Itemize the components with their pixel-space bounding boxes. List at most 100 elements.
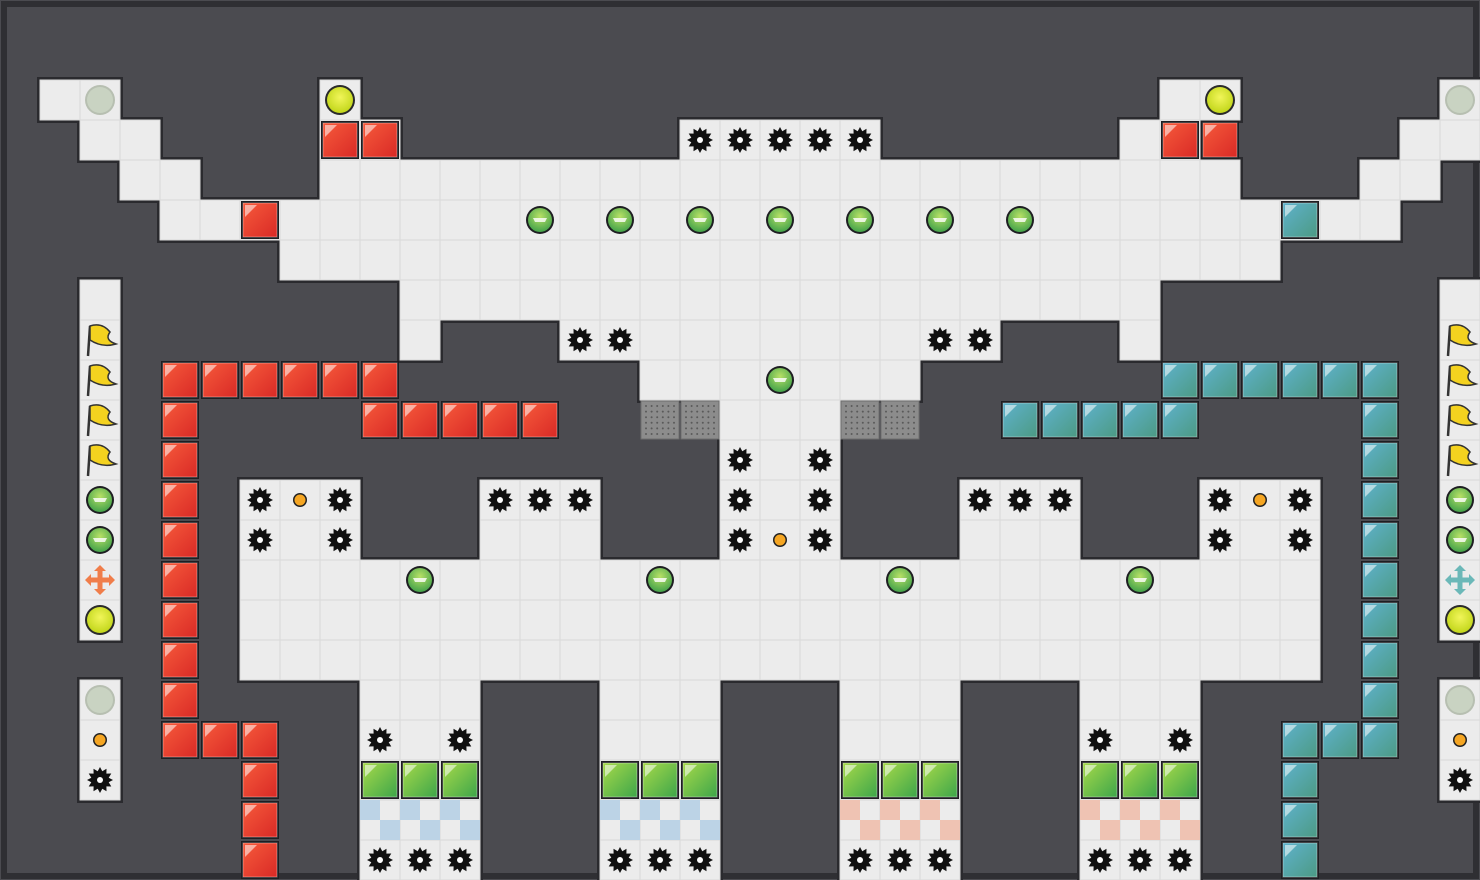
- red-block[interactable]: [521, 401, 559, 439]
- yellow-ball-icon[interactable]: [1205, 85, 1235, 115]
- green-arrow-ball-icon[interactable]: [406, 566, 434, 594]
- teal-block[interactable]: [1361, 361, 1399, 399]
- teal-block[interactable]: [1281, 841, 1319, 879]
- yellow-flag-icon[interactable]: [86, 324, 119, 357]
- yellow-flag-icon[interactable]: [1446, 444, 1479, 477]
- red-block[interactable]: [161, 601, 199, 639]
- yellow-ball-icon[interactable]: [85, 605, 115, 635]
- red-block[interactable]: [321, 121, 359, 159]
- red-block[interactable]: [1161, 121, 1199, 159]
- teal-block[interactable]: [1081, 401, 1119, 439]
- teal-block[interactable]: [1281, 801, 1319, 839]
- gray-ball-icon[interactable]: [1445, 85, 1475, 115]
- red-block[interactable]: [161, 441, 199, 479]
- teal-block[interactable]: [1361, 681, 1399, 719]
- green-arrow-ball-icon[interactable]: [766, 366, 794, 394]
- red-block[interactable]: [401, 401, 439, 439]
- green-arrow-ball-icon[interactable]: [1446, 486, 1474, 514]
- green-arrow-ball-icon[interactable]: [646, 566, 674, 594]
- green-block[interactable]: [441, 761, 479, 799]
- red-block[interactable]: [241, 801, 279, 839]
- teal-block[interactable]: [1281, 761, 1319, 799]
- green-arrow-ball-icon[interactable]: [846, 206, 874, 234]
- yellow-ball-icon[interactable]: [1445, 605, 1475, 635]
- teal-block[interactable]: [1121, 401, 1159, 439]
- teal-block[interactable]: [1321, 361, 1359, 399]
- orange-dot-icon[interactable]: [93, 733, 107, 747]
- red-block[interactable]: [441, 401, 479, 439]
- teal-block[interactable]: [1361, 401, 1399, 439]
- red-block[interactable]: [361, 401, 399, 439]
- red-block[interactable]: [161, 521, 199, 559]
- red-block[interactable]: [1201, 121, 1239, 159]
- red-block[interactable]: [241, 721, 279, 759]
- green-arrow-ball-icon[interactable]: [606, 206, 634, 234]
- green-block[interactable]: [1121, 761, 1159, 799]
- green-arrow-ball-icon[interactable]: [1126, 566, 1154, 594]
- green-block[interactable]: [921, 761, 959, 799]
- yellow-flag-icon[interactable]: [1446, 404, 1479, 437]
- teal-block[interactable]: [1321, 721, 1359, 759]
- green-block[interactable]: [641, 761, 679, 799]
- teal-block[interactable]: [1161, 361, 1199, 399]
- red-block[interactable]: [241, 361, 279, 399]
- teal-block[interactable]: [1041, 401, 1079, 439]
- red-block[interactable]: [161, 401, 199, 439]
- green-block[interactable]: [1161, 761, 1199, 799]
- yellow-flag-icon[interactable]: [1446, 364, 1479, 397]
- red-block[interactable]: [241, 761, 279, 799]
- red-block[interactable]: [161, 561, 199, 599]
- green-arrow-ball-icon[interactable]: [886, 566, 914, 594]
- green-block[interactable]: [681, 761, 719, 799]
- teal-block[interactable]: [1361, 481, 1399, 519]
- yellow-flag-icon[interactable]: [86, 444, 119, 477]
- teal-block[interactable]: [1281, 361, 1319, 399]
- green-arrow-ball-icon[interactable]: [1446, 526, 1474, 554]
- green-arrow-ball-icon[interactable]: [86, 526, 114, 554]
- red-block[interactable]: [241, 841, 279, 879]
- teal-block[interactable]: [1361, 441, 1399, 479]
- red-block[interactable]: [281, 361, 319, 399]
- green-block[interactable]: [841, 761, 879, 799]
- red-block[interactable]: [361, 121, 399, 159]
- red-block[interactable]: [361, 361, 399, 399]
- teal-block[interactable]: [1281, 721, 1319, 759]
- green-arrow-ball-icon[interactable]: [526, 206, 554, 234]
- red-block[interactable]: [201, 721, 239, 759]
- teal-block[interactable]: [1361, 641, 1399, 679]
- red-block[interactable]: [161, 361, 199, 399]
- red-block[interactable]: [161, 481, 199, 519]
- green-arrow-ball-icon[interactable]: [86, 486, 114, 514]
- teal-block[interactable]: [1361, 601, 1399, 639]
- green-arrow-ball-icon[interactable]: [926, 206, 954, 234]
- teal-block[interactable]: [1201, 361, 1239, 399]
- teal-block[interactable]: [1161, 401, 1199, 439]
- teal-block[interactable]: [1361, 721, 1399, 759]
- green-block[interactable]: [401, 761, 439, 799]
- green-arrow-ball-icon[interactable]: [1006, 206, 1034, 234]
- red-block[interactable]: [161, 641, 199, 679]
- red-block[interactable]: [161, 721, 199, 759]
- yellow-flag-icon[interactable]: [86, 404, 119, 437]
- teal-block[interactable]: [1281, 201, 1319, 239]
- orange-dot-icon[interactable]: [1253, 493, 1267, 507]
- orange-dot-icon[interactable]: [293, 493, 307, 507]
- teal-block[interactable]: [1361, 561, 1399, 599]
- teal-block[interactable]: [1001, 401, 1039, 439]
- green-arrow-ball-icon[interactable]: [686, 206, 714, 234]
- yellow-ball-icon[interactable]: [325, 85, 355, 115]
- red-block[interactable]: [161, 681, 199, 719]
- green-arrow-ball-icon[interactable]: [766, 206, 794, 234]
- four-arrow-move-icon[interactable]: [1445, 565, 1475, 595]
- green-block[interactable]: [601, 761, 639, 799]
- gray-ball-icon[interactable]: [85, 685, 115, 715]
- orange-dot-icon[interactable]: [773, 533, 787, 547]
- orange-dot-icon[interactable]: [1453, 733, 1467, 747]
- red-block[interactable]: [241, 201, 279, 239]
- teal-block[interactable]: [1241, 361, 1279, 399]
- red-block[interactable]: [481, 401, 519, 439]
- four-arrow-move-icon[interactable]: [85, 565, 115, 595]
- gray-ball-icon[interactable]: [1445, 685, 1475, 715]
- gray-ball-icon[interactable]: [85, 85, 115, 115]
- green-block[interactable]: [881, 761, 919, 799]
